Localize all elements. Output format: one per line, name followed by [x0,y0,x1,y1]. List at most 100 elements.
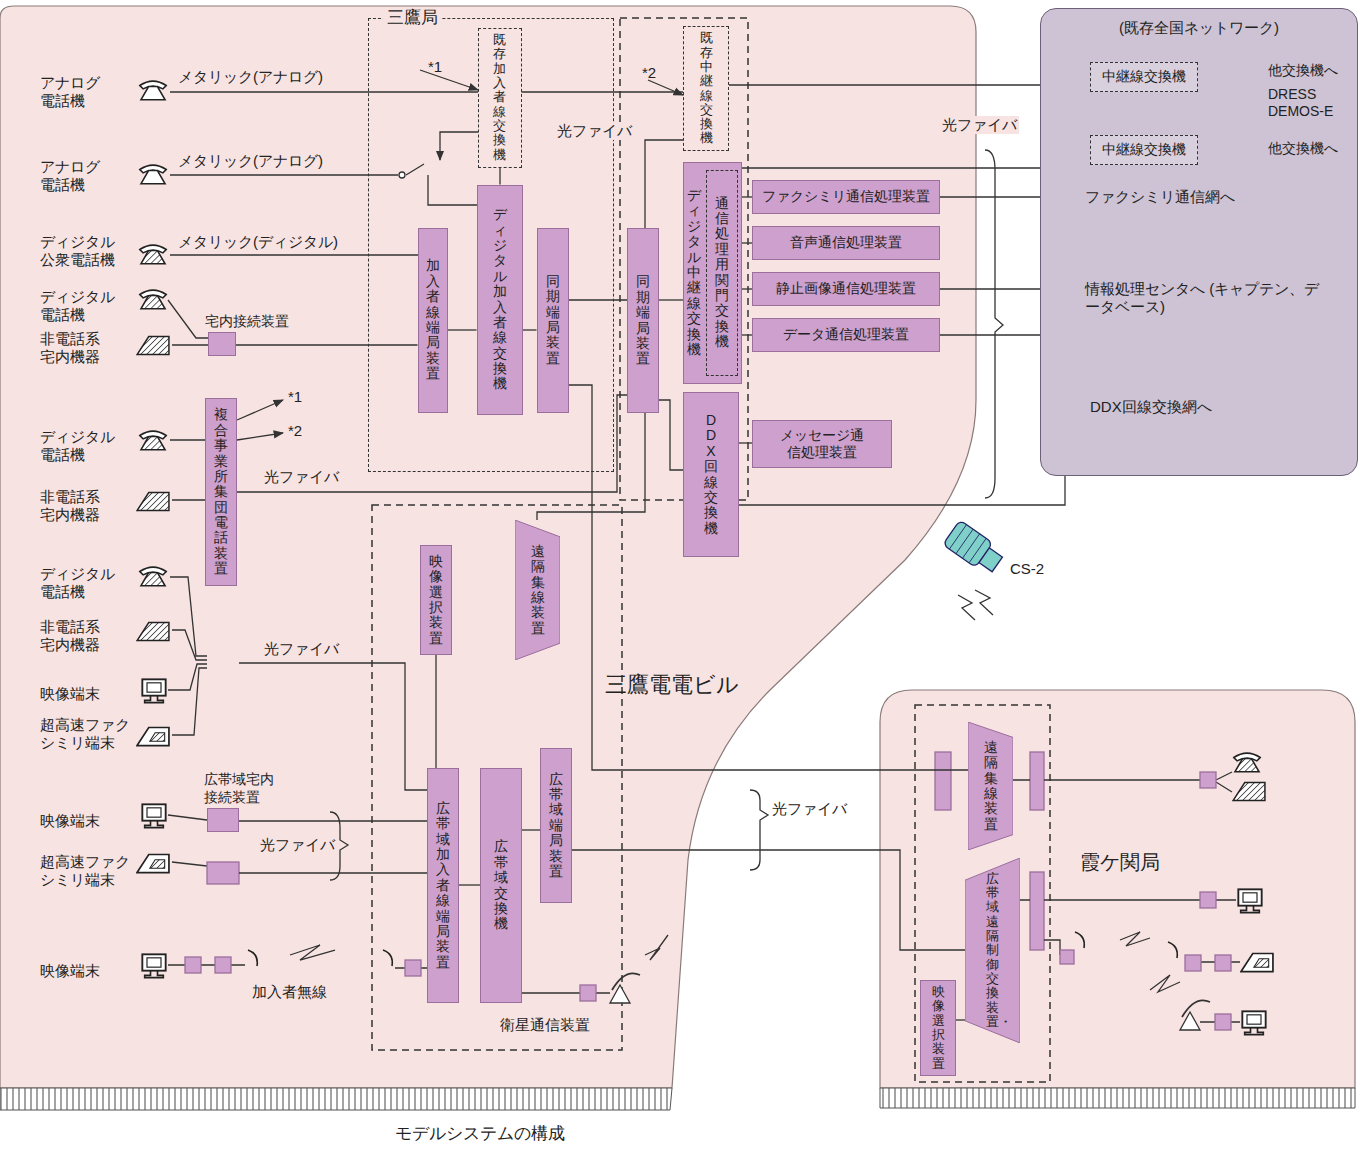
caption: モデルシステムの構成 [395,1124,565,1144]
node-label: 中継線交換機 [1102,141,1186,159]
connector [645,140,683,228]
remote-switch-trapezoid: 広帯域遠隔制御交換装置・ [965,858,1020,1043]
connector [729,77,1090,85]
node-label: 広帯域遠隔制御交換装置・ [986,872,999,1029]
connector [739,442,752,443]
node-label: 既存中継線交換機 [700,31,713,145]
connector [572,850,965,950]
node-label: ファクシミリ通信処理装置 [762,188,930,206]
node-label: 広帯域交換機 [494,839,508,931]
connector [523,329,537,330]
node-label: 複合事業所集団電話装置 [214,407,228,576]
switch-box: DDX回線交換機 [683,392,739,557]
label: *1 [288,388,302,406]
label: CS-2 [1010,560,1044,578]
node-label: ディジタル中継線交換機 [687,188,701,357]
node-label: 静止画像通信処理装置 [776,280,916,298]
process-box: ファクシミリ通信処理装置 [752,180,940,214]
terminal-box: 同期端局装置 [537,228,569,413]
label: DRESS DEMOS-E [1268,86,1338,120]
label: 光ファイバ [555,122,634,140]
process-box: メッセージ通信処理装置 [752,420,892,468]
node-label: 広帯域端局装置 [549,772,563,880]
connector [742,150,1090,168]
label: ファクシミリ通信網へ [1085,188,1235,206]
selector-box: 映像選択装置 [420,545,452,655]
label: 他交換機へ [1268,140,1338,157]
label: ディジタル電話機 [40,428,115,464]
connector [537,413,645,520]
node-label: 広帯域宅内接続装置 [204,771,274,806]
node-label: 中継線交換機 [1102,68,1186,86]
connector [448,329,477,330]
connector-box: 広帯域宅内接続装置 [207,808,239,832]
label: メタリック(ディジタル) [178,233,338,251]
concentrator-trapezoid: 遠隔集線装置 [515,520,560,660]
node-label: ディジタル加入者線交換機 [493,207,507,392]
switch-box: ディジタル加入者線交換機 [477,185,523,415]
label: 非電話系宅内機器 [40,488,100,524]
label: *2 [288,422,302,440]
connector [956,1019,965,1020]
terminal-box: 加入者線端局装置 [418,228,448,413]
label: ディジタル電話機 [40,565,115,601]
concentrator-trapezoid: 遠隔集線装置 [968,722,1013,850]
terminal-box: 同期端局装置 [627,228,659,413]
connector [522,829,540,830]
node-label: 音声通信処理装置 [790,234,902,252]
node-label: 遠隔集線装置 [984,740,998,832]
node-label: 通信処理用関門交換機 [715,196,729,350]
connector [659,299,683,300]
label: アナログ電話機 [40,158,100,194]
process-box: 音声通信処理装置 [752,226,940,260]
selector-box: 映像選択装置 [920,980,956,1076]
label: 光ファイバ [262,468,341,486]
existing-switch: 既存加入者線交換機 [478,28,522,168]
label: 光ファイバ [262,640,341,658]
connector [569,385,969,770]
connector [499,168,500,185]
node-label: 遠隔集線装置 [531,544,545,636]
label: メタリック(アナログ) [178,68,323,86]
gateway-box: 通信処理用関門交換機 [706,170,738,376]
connector [459,884,480,885]
node-label: メッセージ通信処理装置 [780,427,864,462]
connector-box: 宅内接続装置 [208,332,236,356]
connector [522,91,684,92]
label: 光ファイバ [770,800,849,818]
node-label: 既存加入者線交換機 [493,33,506,162]
terminal-box: 広帯域加入者線端局装置 [427,768,459,1003]
node-label: 映像選択装置 [429,554,443,646]
label: *2 [642,64,656,82]
node-label: 広帯域加入者線端局装置 [436,801,450,970]
node-label: DDX回線交換機 [704,413,718,536]
connector [236,344,418,345]
label: 情報処理センタへ (キャプテン、データベース) [1085,280,1325,316]
trapezoid-shape [965,858,1020,1043]
trapezoid-shape [515,520,560,660]
switch-box: 広帯域交換機 [480,768,522,1003]
label: 衛星通信装置 [498,1016,592,1034]
label: メタリック(アナログ) [178,152,323,170]
label: DDX回線交換網へ [1090,398,1212,416]
office-group: 三鷹局既存加入者線交換機加入者線端局装置ディジタル加入者線交換機同期端局装置 [368,18,614,472]
label: ディジタル電話機 [40,288,115,324]
connector [239,820,427,821]
label: ディジタル公衆電話機 [40,233,115,269]
label: アナログ電話機 [40,74,100,110]
existing-switch: 中継線交換機 [1090,135,1198,165]
connector [435,655,436,768]
node-label: 映像選択装置 [932,985,945,1071]
connector [569,299,628,300]
pbx-box: 複合事業所集団電話装置 [205,398,237,586]
label: 霞ケ関局 [1080,850,1160,874]
label: 超高速ファクシミリ端末 [40,716,130,752]
label: 非電話系宅内機器 [40,618,100,654]
label: 光ファイバ [258,836,337,854]
label: 映像端末 [40,812,100,830]
switch-box: ディジタル中継線交換機通信処理用関門交換機 [683,162,742,384]
label: 光ファイバ [940,116,1019,134]
node-label: 三鷹局 [383,7,442,28]
label: 映像端末 [40,962,100,980]
